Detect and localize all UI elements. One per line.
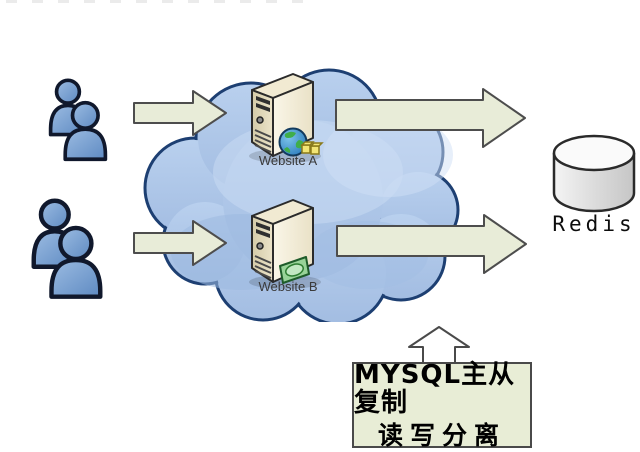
arrow-callout-up xyxy=(408,326,470,364)
server-vents xyxy=(254,222,272,279)
mysql-callout-box: MYSQL主从复制 读写分离 xyxy=(352,359,532,450)
arrow-b-to-redis xyxy=(336,214,527,274)
cropped-text-remnant xyxy=(6,0,316,3)
mysql-callout-line2: 读写分离 xyxy=(377,420,506,450)
redis-label: Redis xyxy=(552,212,636,236)
arrow-users-to-a xyxy=(133,90,227,136)
mysql-callout-line1: MYSQL主从复制 xyxy=(354,359,516,419)
money-bill-icon xyxy=(279,256,310,284)
server-tower-icon-website-a xyxy=(249,73,324,163)
server-vents xyxy=(254,96,272,153)
arrow-a-to-redis xyxy=(335,88,526,148)
server-tower-icon-website-b xyxy=(249,199,321,289)
users-icon xyxy=(31,198,103,299)
globe-packages-icon xyxy=(278,127,324,157)
website-a-label: Website A xyxy=(258,153,318,168)
website-b-label: Website B xyxy=(258,279,318,294)
database-cylinder-icon xyxy=(552,134,636,213)
users-icon xyxy=(48,78,108,162)
arrow-users-to-b xyxy=(133,220,227,266)
